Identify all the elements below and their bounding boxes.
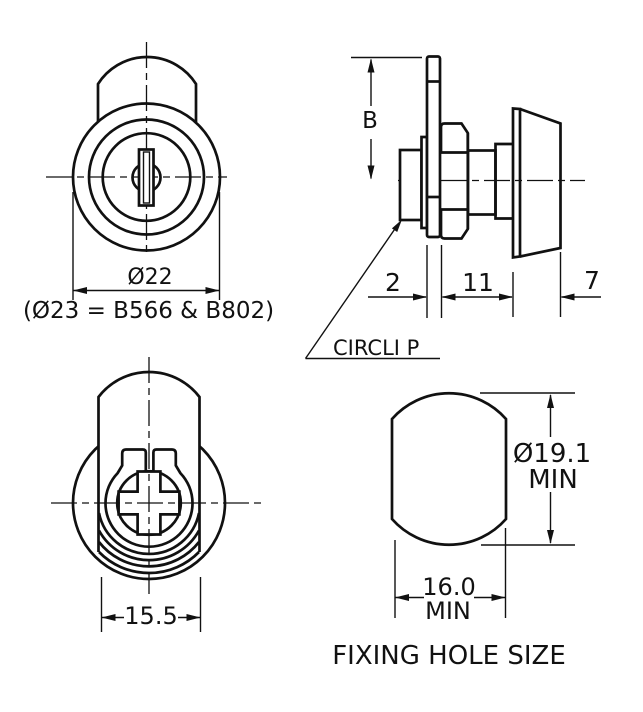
- front-middle-circle: [87, 118, 206, 236]
- fixing-hole-caption: FIXING HOLE SIZE: [332, 641, 566, 671]
- rear-view: 15.5: [51, 357, 261, 632]
- hole-width-min-label: MIN: [425, 597, 471, 625]
- front-note-label: (Ø23 = B566 & B802): [23, 298, 274, 324]
- b-arrow-down: [367, 165, 375, 180]
- front-dim-arrow-right: [205, 287, 220, 294]
- retainer-clip-lower: [439, 208, 470, 240]
- hole-width-arrow-left: [395, 594, 409, 601]
- flange-plate: [511, 107, 522, 260]
- hole-dia-arrow-up: [547, 394, 554, 408]
- fixing-hole-shape: [390, 391, 508, 547]
- front-diameter-label: Ø22: [127, 265, 172, 290]
- rear-dim-arrow-left: [101, 614, 116, 621]
- dim-11-label: 11: [462, 268, 494, 297]
- dim-7-arrow: [560, 293, 575, 301]
- rear-dim-arrow-right: [186, 614, 201, 621]
- dim-2-arrow: [413, 293, 427, 301]
- front-view: Ø22 (Ø23 = B566 & B802): [23, 42, 274, 324]
- barrel-cylinder: [494, 142, 513, 220]
- side-view: B 2 11 7 CIRCLI P: [304, 55, 601, 360]
- hole-diameter-min-label: MIN: [528, 465, 578, 495]
- front-key-dome: [96, 55, 198, 122]
- core-cylinder: [466, 149, 497, 216]
- dim-11-arrow-right: [499, 293, 513, 301]
- hole-dia-arrow-down: [547, 530, 554, 544]
- dim-7-label: 7: [584, 266, 600, 295]
- b-dim-label: B: [362, 108, 378, 134]
- front-outer-circle: [71, 102, 222, 252]
- key-slot: [137, 148, 155, 207]
- cam-lever: [425, 55, 442, 239]
- key-slit: [142, 151, 151, 204]
- dim-11-arrow-left: [441, 293, 456, 301]
- retainer-clip-upper: [439, 122, 470, 154]
- circlip-leader-line: [304, 222, 400, 359]
- head-cone: [519, 107, 562, 258]
- dim-2-label: 2: [385, 268, 401, 297]
- front-inner-circle: [101, 131, 192, 223]
- rear-width-label: 15.5: [124, 602, 177, 630]
- front-dim-arrow-left: [73, 287, 87, 294]
- hole-width-arrow-right: [491, 594, 506, 601]
- fixing-hole-view: Ø19.1 MIN 16.0 MIN FIXING HOLE SIZE: [332, 391, 591, 671]
- circlip-label: CIRCLI P: [333, 336, 419, 360]
- b-arrow-up: [367, 58, 375, 73]
- hole-width-label: 16.0: [422, 573, 475, 601]
- hole-diameter-label: Ø19.1: [513, 439, 591, 469]
- circlip-nose: [398, 148, 423, 222]
- circlip-leader-arrow: [391, 219, 402, 232]
